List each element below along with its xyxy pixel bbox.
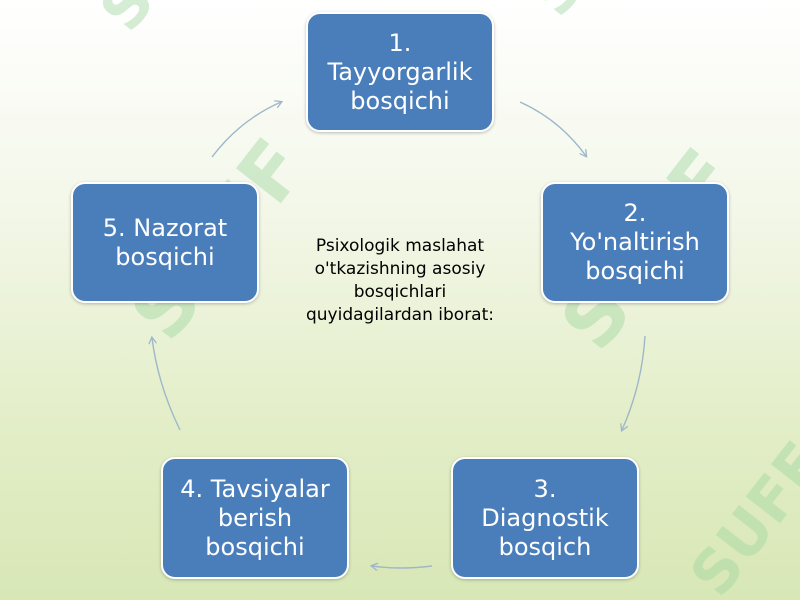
stage-label-line: 2. (623, 199, 647, 227)
stage-label-line: berish (217, 503, 293, 532)
stage-label-line: Tayyorgarlik (327, 57, 473, 86)
stage-label-line: 4. Tavsiyalar (180, 474, 330, 503)
arrow-2-to-3 (622, 335, 646, 430)
stage-2-orientation: 2. Yo'naltirish bosqichi (541, 182, 729, 303)
stage-4-recommendations: 4. Tavsiyalar berish bosqichi (161, 457, 349, 579)
stage-label-line: bosqichi (115, 242, 215, 271)
stage-label-line: 3. (533, 474, 557, 503)
stage-label-line: Diagnostik (481, 503, 609, 532)
arrow-1-to-2 (519, 101, 586, 156)
arrow-4-to-5 (152, 338, 181, 431)
stage-label-line: 5. Nazorat (102, 213, 228, 242)
arrow-5-to-1 (211, 102, 281, 158)
stage-1-preparation: 1. Tayyorgarlik bosqichi (306, 12, 494, 132)
stage-label-line: bosqichi (205, 532, 305, 561)
arrow-3-to-4 (372, 566, 433, 568)
stage-3-diagnostic: 3. Diagnostik bosqich (451, 457, 639, 579)
stage-label-line: Yo'naltirish (570, 228, 700, 256)
center-description: Psixologik maslahat o'tkazishning asosiy… (305, 236, 494, 325)
stage-label-line: 1. (388, 28, 412, 57)
stage-label-line: bosqichi (350, 86, 450, 115)
stage-5-control: 5. Nazorat bosqichi (71, 182, 259, 303)
stage-label-line: bosqichi (585, 257, 685, 285)
stage-label-line: bosqich (498, 532, 592, 561)
